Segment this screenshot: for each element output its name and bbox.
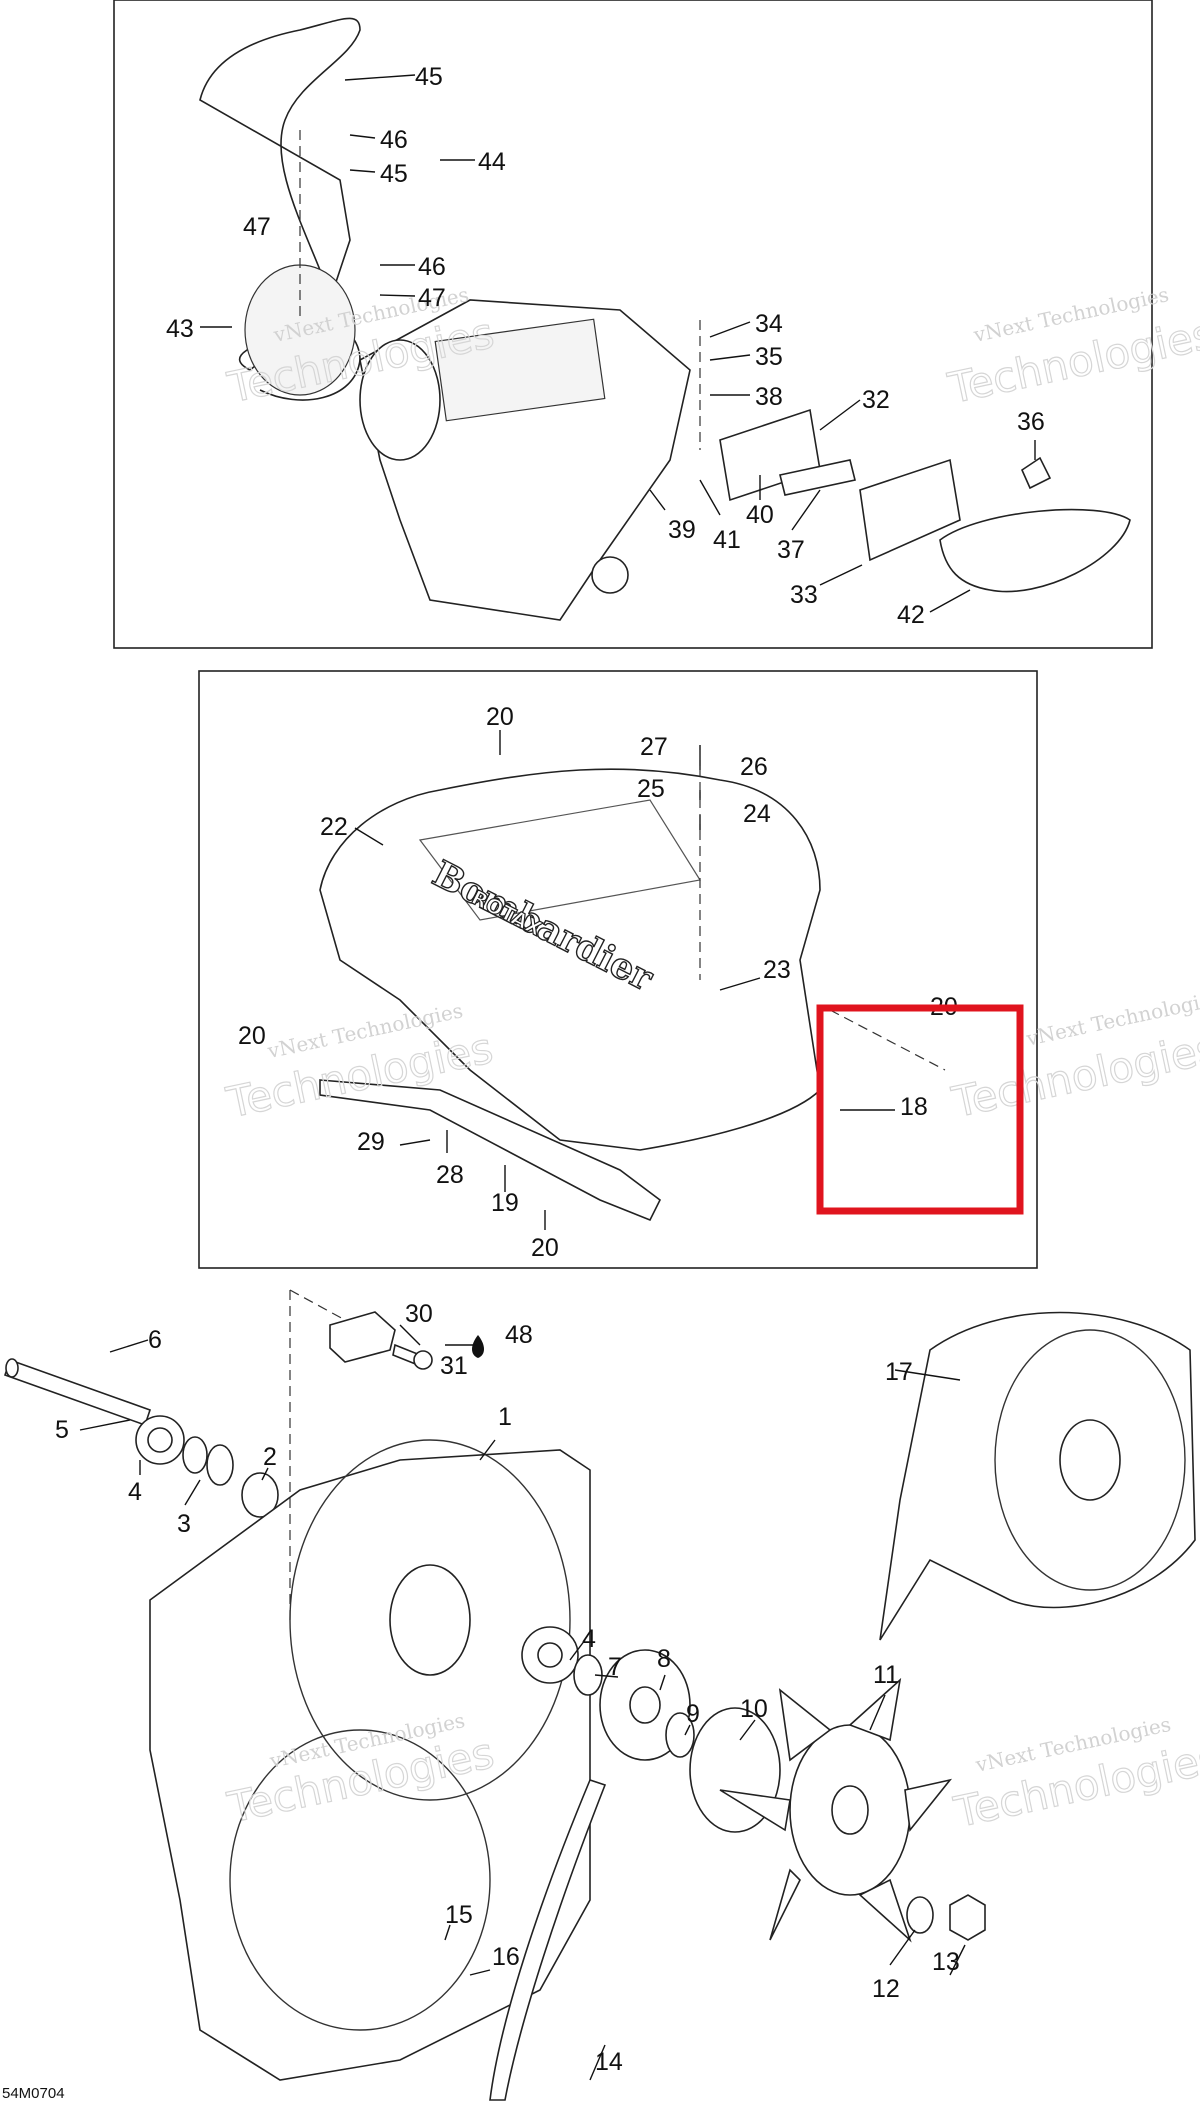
air-intake-silencer: [719, 408, 1131, 593]
muffler-bracket-43: [199, 17, 361, 401]
callout-4: 4: [128, 1478, 142, 1506]
callout-45: 45: [380, 160, 408, 188]
fan-impeller-11: [719, 1677, 953, 1943]
bolt-31: [392, 1343, 433, 1370]
shaft-5: [3, 1358, 152, 1427]
support-rail-19: [319, 1079, 662, 1222]
callout-39: 39: [668, 516, 696, 544]
engine-assembly: [359, 299, 691, 621]
callout-10: 10: [740, 1695, 768, 1723]
callout-44: 44: [478, 148, 506, 176]
callout-46: 46: [418, 253, 446, 281]
callout-2: 2: [263, 1443, 277, 1471]
callout-37: 37: [777, 536, 805, 564]
fan-cover-17: [879, 1311, 1196, 1641]
callout-25: 25: [637, 775, 665, 803]
callout-15: 15: [445, 1901, 473, 1929]
callout-26: 26: [740, 753, 768, 781]
middle-panel-frame: [198, 670, 1038, 1269]
callout-14: 14: [595, 2048, 623, 2076]
callout-5: 5: [55, 1416, 69, 1444]
callout-47: 47: [243, 213, 271, 241]
callout-6: 6: [148, 1326, 162, 1354]
callout-12: 12: [872, 1975, 900, 2003]
callout-24: 24: [743, 800, 771, 828]
callout-22: 22: [320, 813, 348, 841]
callout-3: 3: [177, 1510, 191, 1538]
callout-47: 47: [418, 284, 446, 312]
callout-30: 30: [405, 1300, 433, 1328]
nut-washer-12-13: [906, 1894, 986, 1941]
diagram-code: 54M0704: [2, 2085, 65, 2102]
callout-13: 13: [932, 1948, 960, 1976]
top-panel-frame: [113, 0, 1153, 649]
callout-46: 46: [380, 126, 408, 154]
middle-leader-lines: [354, 730, 946, 1230]
callout-43: 43: [166, 315, 194, 343]
callout-42: 42: [897, 601, 925, 629]
callout-40: 40: [746, 501, 774, 529]
callout-27: 27: [640, 733, 668, 761]
highlight-box-part-18: [816, 1004, 1024, 1215]
callout-20: 20: [486, 703, 514, 731]
callout-18: 18: [900, 1093, 928, 1121]
callout-16: 16: [492, 1943, 520, 1971]
engine-cover-22: [319, 768, 821, 1151]
callout-28: 28: [436, 1161, 464, 1189]
bottom-leader-lines: [79, 1289, 966, 2081]
callout-23: 23: [763, 956, 791, 984]
callout-19: 19: [491, 1189, 519, 1217]
callout-38: 38: [755, 383, 783, 411]
fan-housing-1: [149, 1439, 591, 2081]
callout-20: 20: [531, 1234, 559, 1262]
callout-11: 11: [873, 1661, 899, 1689]
callout-9: 9: [686, 1700, 700, 1728]
callout-1: 1: [498, 1403, 512, 1431]
callout-36: 36: [1017, 408, 1045, 436]
callout-29: 29: [357, 1128, 385, 1156]
callout-7: 7: [608, 1653, 622, 1681]
drive-belt-14: [489, 1779, 607, 2101]
clamp-30: [329, 1311, 396, 1363]
callout-4: 4: [582, 1625, 596, 1653]
callout-20: 20: [238, 1022, 266, 1050]
callout-41: 41: [713, 526, 741, 554]
loctite-48-icon: [472, 1335, 484, 1358]
callout-8: 8: [657, 1645, 671, 1673]
callout-labels: 45 46 45 44 47 46 47 43 34 35 38 32 36 4…: [55, 63, 1045, 2076]
callout-34: 34: [755, 310, 783, 338]
callout-48: 48: [505, 1321, 533, 1349]
top-leader-lines: [200, 74, 1036, 613]
callout-32: 32: [862, 386, 890, 414]
callout-33: 33: [790, 581, 818, 609]
bearing-set-4-3-2: [135, 1415, 279, 1518]
callout-17: 17: [885, 1358, 913, 1386]
callout-31: 31: [440, 1352, 468, 1380]
callout-35: 35: [755, 343, 783, 371]
callout-45: 45: [415, 63, 443, 91]
